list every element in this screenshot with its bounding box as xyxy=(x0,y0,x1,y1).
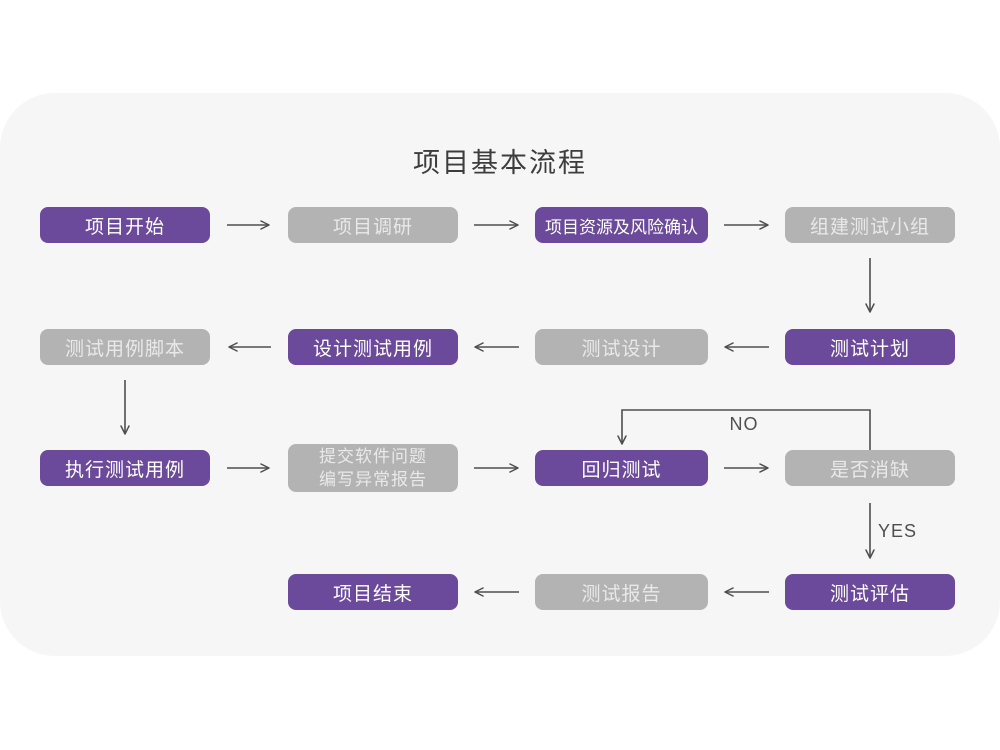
node-project-start: 项目开始 xyxy=(40,207,210,243)
page-title: 项目基本流程 xyxy=(413,148,587,178)
node-execute-test-cases: 执行测试用例 xyxy=(40,450,210,486)
flowchart-card xyxy=(0,93,1000,656)
node-project-research: 项目调研 xyxy=(288,207,458,243)
yes-label: YES xyxy=(878,521,918,541)
node-test-case-script: 测试用例脚本 xyxy=(40,329,210,365)
node-submit-issues-line2: 编写异常报告 xyxy=(319,470,427,489)
node-regression-test: 回归测试 xyxy=(535,450,708,486)
node-build-test-team: 组建测试小组 xyxy=(785,207,955,243)
node-submit-issues-report: 提交软件问题 编写异常报告 xyxy=(288,444,458,492)
node-project-end: 项目结束 xyxy=(288,574,458,610)
node-defect-cleared: 是否消缺 xyxy=(785,450,955,486)
node-test-evaluation: 测试评估 xyxy=(785,574,955,610)
no-label: NO xyxy=(729,414,759,434)
node-resources-risk-confirm: 项目资源及风险确认 xyxy=(535,207,708,243)
node-test-plan: 测试计划 xyxy=(785,329,955,365)
node-test-report: 测试报告 xyxy=(535,574,708,610)
node-test-design: 测试设计 xyxy=(535,329,708,365)
node-design-test-cases: 设计测试用例 xyxy=(288,329,458,365)
node-submit-issues-line1: 提交软件问题 xyxy=(319,447,427,466)
